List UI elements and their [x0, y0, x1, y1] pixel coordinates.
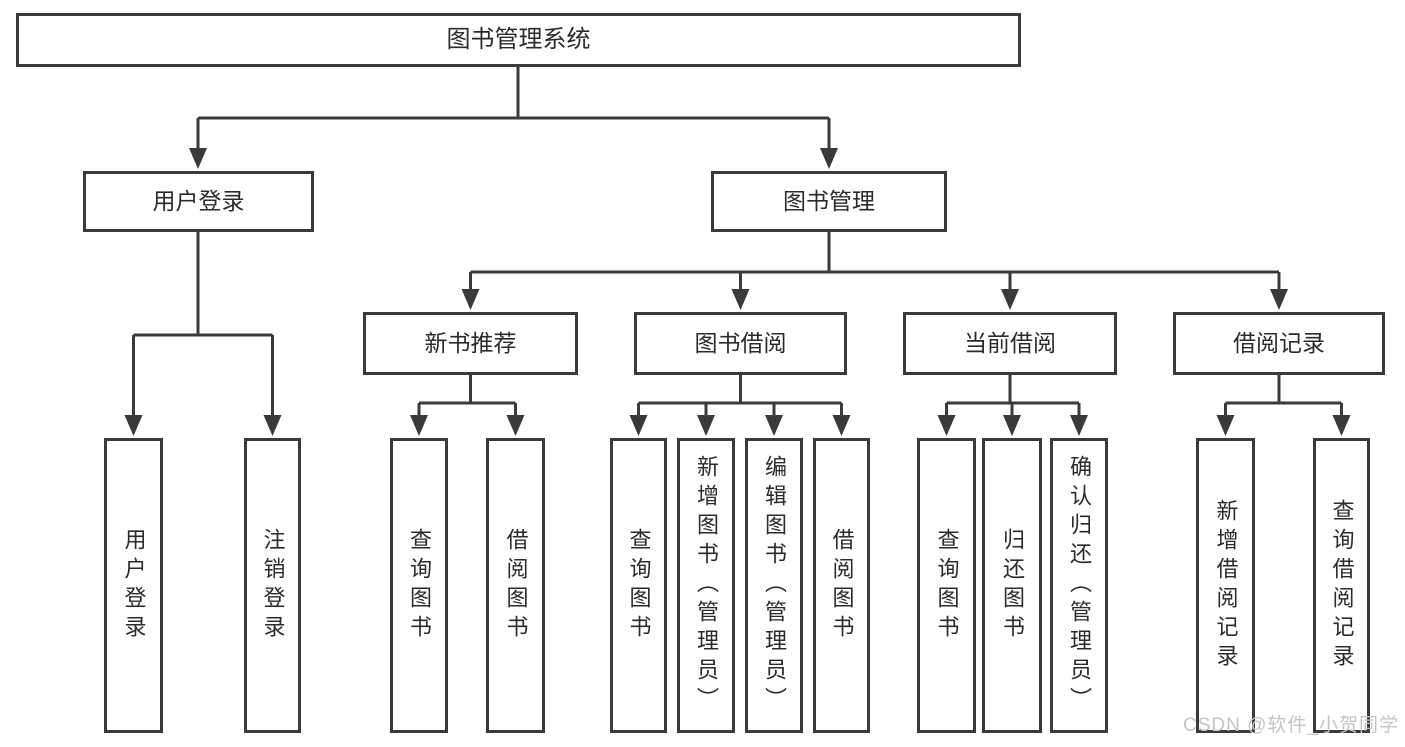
- leaf-query-books-current: 查询图书: [917, 438, 976, 733]
- leaf-query-borrow-record: 查询借阅记录: [1313, 438, 1370, 733]
- node-book-borrowing: 图书借阅: [634, 312, 847, 375]
- leaf-confirm-return-admin: 确认归还（管理员）: [1050, 438, 1108, 733]
- leaf-query-books-borrowing: 查询图书: [610, 438, 667, 733]
- leaf-query-books-recommend: 查询图书: [390, 438, 448, 733]
- node-library-system: 图书管理系统: [16, 13, 1021, 67]
- leaf-user-login: 用户登录: [104, 438, 163, 733]
- leaf-add-books-admin: 新增图书（管理员）: [677, 438, 735, 733]
- leaf-logout: 注销登录: [244, 438, 301, 733]
- leaf-add-borrow-record: 新增借阅记录: [1196, 438, 1255, 733]
- node-book-management: 图书管理: [711, 171, 947, 232]
- csdn-watermark: CSDN @软件_小贺同学: [1183, 715, 1399, 736]
- leaf-borrow-books-borrowing: 借阅图书: [813, 438, 870, 733]
- leaf-edit-books-admin: 编辑图书（管理员）: [745, 438, 803, 733]
- leaf-borrow-books-recommend: 借阅图书: [486, 438, 545, 733]
- node-borrowing-records: 借阅记录: [1173, 312, 1385, 375]
- node-current-borrowing: 当前借阅: [903, 312, 1117, 375]
- node-user-login: 用户登录: [83, 171, 314, 232]
- leaf-return-books: 归还图书: [982, 438, 1042, 733]
- node-new-book-recommend: 新书推荐: [363, 312, 578, 375]
